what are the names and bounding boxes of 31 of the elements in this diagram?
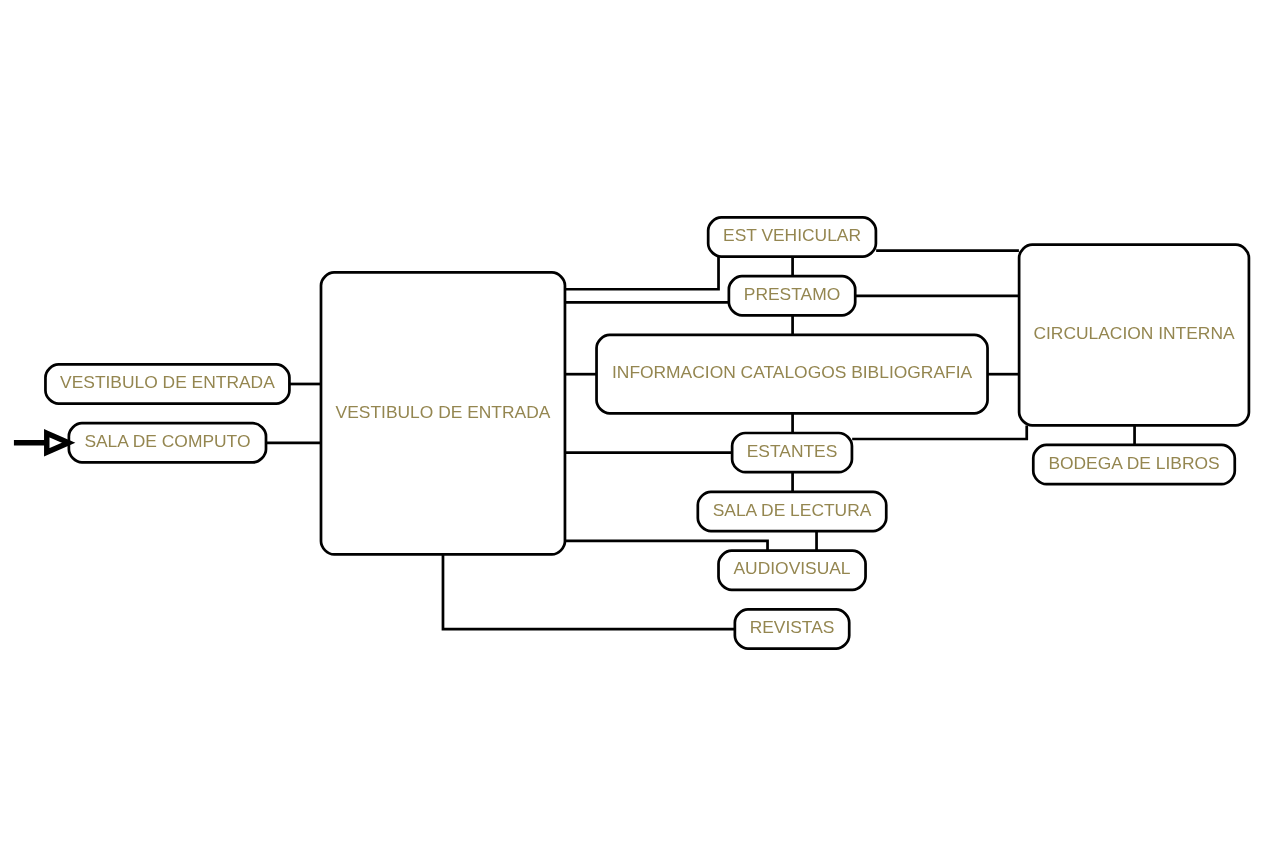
node-box: INFORMACION CATALOGOS BIBLIOGRAFIA (595, 333, 989, 415)
connector (791, 413, 794, 433)
connector (852, 424, 1029, 440)
connector (441, 554, 735, 630)
connector (565, 450, 732, 454)
connector (266, 440, 321, 444)
node-box: ESTANTES (730, 431, 854, 474)
connector (791, 256, 794, 276)
node-box: CIRCULACION INTERNA (1017, 242, 1251, 427)
connector (565, 256, 720, 291)
arrow (13, 428, 76, 456)
node-box: AUDIOVISUAL (717, 548, 867, 591)
node-box: EST VEHICULAR (706, 215, 878, 258)
node-box: BODEGA DE LIBROS (1031, 443, 1237, 486)
connector (565, 538, 769, 550)
connector (1133, 425, 1136, 445)
connector (791, 315, 794, 335)
connector (876, 248, 1019, 252)
node-box: VESTIBULO DE ENTRADA (319, 270, 567, 556)
connector (815, 530, 818, 550)
connector (565, 300, 729, 304)
node-box: PRESTAMO (727, 274, 857, 317)
connector (855, 293, 1019, 297)
connector (791, 472, 794, 492)
node-box: VESTIBULO DE ENTRADA (44, 362, 291, 405)
node-box: SALA DE COMPUTO (67, 421, 268, 464)
node-box: REVISTAS (733, 607, 851, 650)
node-box: SALA DE LECTURA (696, 489, 888, 532)
connector (289, 382, 321, 385)
connector (988, 372, 1019, 376)
connector (565, 372, 597, 376)
